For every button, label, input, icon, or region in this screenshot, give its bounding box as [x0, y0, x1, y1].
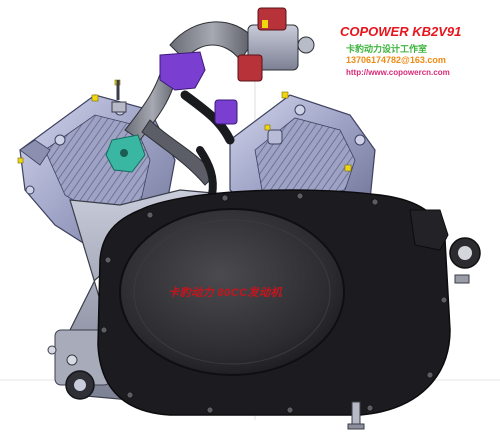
throttle-body	[237, 7, 315, 82]
side-linkage	[111, 80, 127, 113]
teal-bracket	[105, 134, 146, 173]
cover-label: 卡豹动力 80CC发动机	[168, 287, 283, 299]
website-url: http://www.copowercn.com	[346, 68, 450, 77]
studio-name: 卡豹动力设计工作室	[346, 44, 428, 54]
purple-bracket	[159, 51, 238, 125]
bottom-fittings	[347, 274, 470, 430]
model-title: COPOWER KB2V91	[340, 24, 462, 39]
contact-email: 13706174782@163.com	[346, 55, 446, 65]
cvt-cover	[97, 189, 451, 416]
rear-mount	[449, 237, 481, 269]
